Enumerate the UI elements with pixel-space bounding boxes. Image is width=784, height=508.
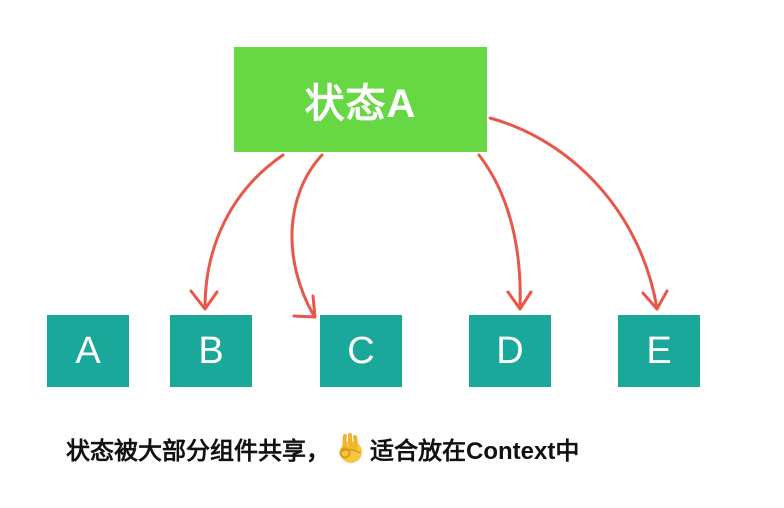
- arrowhead-d: [506, 290, 533, 311]
- component-c-box: C: [320, 315, 402, 387]
- component-a-box: A: [47, 315, 129, 387]
- arrow-to-b: [203, 153, 285, 310]
- component-e-box: E: [618, 315, 700, 387]
- state-a-box: 状态A: [234, 47, 487, 152]
- caption-text-before: 状态被大部分组件共享，: [66, 437, 330, 465]
- component-d-label: D: [496, 329, 524, 372]
- arrow-to-e: [488, 116, 659, 310]
- arrowhead-b: [189, 289, 219, 311]
- arrowhead-e: [641, 289, 669, 311]
- component-b-box: B: [170, 315, 252, 387]
- arrow-to-c: [290, 153, 324, 318]
- component-a-label: A: [75, 329, 101, 372]
- component-c-label: C: [347, 329, 375, 372]
- component-d-box: D: [469, 315, 551, 387]
- caption: 状态被大部分组件共享， 适合放在Context中: [66, 428, 579, 468]
- state-a-label: 状态A: [304, 81, 417, 126]
- arrowhead-c: [292, 294, 317, 319]
- arrow-to-d: [477, 153, 522, 310]
- component-b-label: B: [198, 329, 224, 372]
- caption-text-after: 适合放在Context中: [370, 437, 580, 465]
- ok-hand-icon: [336, 431, 366, 465]
- component-e-label: E: [646, 329, 672, 372]
